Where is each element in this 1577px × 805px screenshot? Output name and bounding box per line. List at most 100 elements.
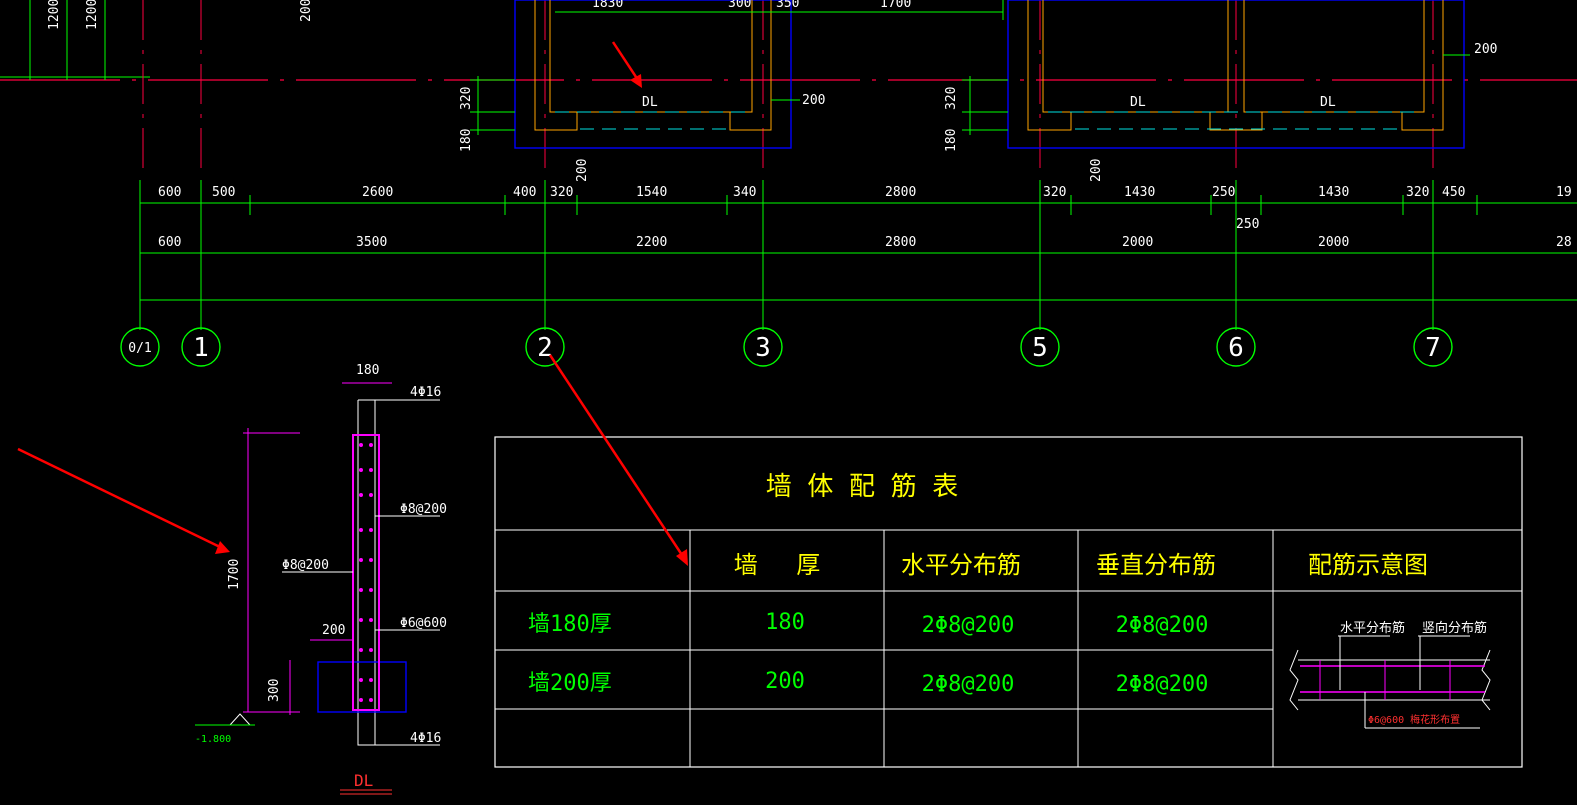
- beam-label-dl-1: DL: [642, 95, 658, 110]
- label-stirrup: Φ8@200: [400, 502, 447, 517]
- dim-200-offset: 200: [802, 93, 825, 108]
- dim-r2-5: 2000: [1318, 235, 1349, 250]
- section-footing: [317, 661, 407, 713]
- dim-r1-8: 320: [1043, 185, 1066, 200]
- row2-name: 墙200厚: [528, 671, 612, 696]
- section-width-label: 180: [356, 363, 379, 378]
- arrow-dl-shaft: [611, 41, 640, 81]
- axis-bubble-5[interactable]: 5: [1020, 327, 1060, 367]
- svg-text:1: 1: [193, 333, 209, 363]
- svg-text:0/1: 0/1: [128, 341, 151, 356]
- sketch-label-tie: Φ6@600 梅花形布置: [1368, 713, 1460, 726]
- row1-vertical: 2Φ8@200: [1116, 613, 1209, 638]
- table-row: 墙180厚 180 2Φ8@200 2Φ8@200: [528, 610, 1208, 638]
- axis-bubble-0-1[interactable]: 0/1: [120, 327, 160, 367]
- grid-axis-bubbles: 0/1 1 2 3 5 6 7: [120, 327, 1453, 367]
- beam-label-dl-2: DL: [1130, 95, 1146, 110]
- row2-vertical: 2Φ8@200: [1116, 672, 1209, 697]
- header-vertical: 垂直分布筋: [1096, 551, 1216, 579]
- section-outline-left: [357, 400, 375, 746]
- arrow-table-head: [676, 549, 688, 566]
- foundation-outline-right: [1007, 0, 1465, 149]
- dim-1200-b: 1200: [85, 0, 100, 30]
- dim-r1-9: 1430: [1124, 185, 1155, 200]
- dim-r1-13: 450: [1442, 185, 1465, 200]
- dim-r1-2: 2600: [362, 185, 393, 200]
- dim-r2-1: 3500: [356, 235, 387, 250]
- axis-bubble-7[interactable]: 7: [1413, 327, 1453, 367]
- table-title: 墙 体 配 筋 表: [766, 472, 959, 502]
- label-bottom-bar: 4Φ16: [410, 731, 441, 746]
- table-row: 墙200厚 200 2Φ8@200 2Φ8@200: [528, 669, 1208, 697]
- dim-350: 350: [776, 0, 799, 11]
- elevation-marker: [229, 713, 252, 726]
- wall-rebar-table: 墙 体 配 筋 表 墙 厚 水平分布筋 垂直分布筋 配筋示意图 墙180厚 18…: [494, 436, 1523, 768]
- dim-r1-6: 340: [733, 185, 756, 200]
- dim-1700: 1700: [880, 0, 911, 11]
- svg-text:7: 7: [1425, 333, 1441, 363]
- svg-text:3: 3: [755, 333, 771, 363]
- dim-r1-12: 320: [1406, 185, 1429, 200]
- svg-text:6: 6: [1228, 333, 1244, 363]
- wall-outline-l3: [729, 0, 772, 131]
- axis-bubble-6[interactable]: 6: [1216, 327, 1256, 367]
- header-horizontal: 水平分布筋: [901, 551, 1021, 579]
- header-thickness: 墙 厚: [734, 551, 820, 579]
- dim-200-right: 200: [1474, 42, 1497, 57]
- dim-ticks: [139, 180, 1478, 330]
- row2-thickness: 200: [765, 669, 805, 694]
- rebar-sketch: 水平分布筋 竖向分布筋 Φ6@600 梅花形布置: [1289, 620, 1491, 729]
- row1-thickness: 180: [765, 610, 805, 635]
- axis-bubble-1[interactable]: 1: [181, 327, 221, 367]
- dim-r1-7: 2800: [885, 185, 916, 200]
- dim-320-b: 320: [944, 87, 959, 110]
- dim-r2-2: 2200: [636, 235, 667, 250]
- dim-r1-5: 1540: [636, 185, 667, 200]
- section-rebar-dots: [359, 443, 373, 702]
- axis-bubble-3[interactable]: 3: [743, 327, 783, 367]
- sketch-break-left: [1289, 649, 1299, 711]
- dim-300: 300: [728, 0, 751, 11]
- svg-text:5: 5: [1032, 333, 1048, 363]
- dim-r2-0: 600: [158, 235, 181, 250]
- dim-200-top: 200: [299, 0, 314, 22]
- dim-r1-1: 500: [212, 185, 235, 200]
- step-dim-label: 200: [322, 623, 345, 638]
- wall-outline-r1: [1027, 0, 1072, 131]
- section-title: DL: [354, 771, 373, 790]
- svg-text:2: 2: [537, 333, 553, 363]
- dim-r1-14: 19: [1556, 185, 1572, 200]
- wall-outline-r2: [1042, 0, 1229, 113]
- foundation-outline-left: [514, 0, 792, 149]
- axis-bubble-2[interactable]: 2: [525, 327, 565, 367]
- row2-horizontal: 2Φ8@200: [922, 672, 1015, 697]
- elevation-label: -1.800: [195, 734, 231, 745]
- wall-outline-r3: [1209, 112, 1263, 131]
- wall-outline-r5: [1401, 0, 1444, 131]
- dim-r1-10: 250: [1212, 185, 1235, 200]
- plan-view: 1200 1200 200 1830 300 350 1700 DL 320 1…: [0, 0, 1577, 182]
- dim-1200-a: 1200: [47, 0, 62, 30]
- row1-horizontal: 2Φ8@200: [922, 613, 1015, 638]
- row1-name: 墙180厚: [528, 612, 612, 637]
- dim-1830: 1830: [592, 0, 623, 11]
- annotation-arrows: [17, 41, 688, 566]
- sketch-label-vertical: 竖向分布筋: [1422, 620, 1487, 636]
- dim-r2-3: 2800: [885, 235, 916, 250]
- height-dim-label: 1700: [227, 559, 242, 590]
- wall-section-detail: 180 4Φ16 Φ8@200 Φ8@200 Φ6@600 4Φ16 1700 …: [195, 363, 447, 795]
- label-tie: Φ6@600: [400, 616, 447, 631]
- dim-r1-3: 400: [513, 185, 536, 200]
- section-outline-right: [358, 399, 376, 745]
- dim-200-below-a: 200: [575, 159, 590, 182]
- label-top-bar: 4Φ16: [410, 385, 441, 400]
- dim-r2-6: 28: [1556, 235, 1572, 250]
- dim-180-a: 180: [459, 129, 474, 152]
- dim-r2-4: 2000: [1122, 235, 1153, 250]
- sketch-break-right: [1481, 649, 1491, 711]
- dim-r1-11: 1430: [1318, 185, 1349, 200]
- dim-r1-extra: 250: [1236, 217, 1259, 232]
- dim-320-a: 320: [459, 87, 474, 110]
- dimension-rows: 600 500 2600 400 320 1540 340 2800 320 1…: [139, 180, 1577, 330]
